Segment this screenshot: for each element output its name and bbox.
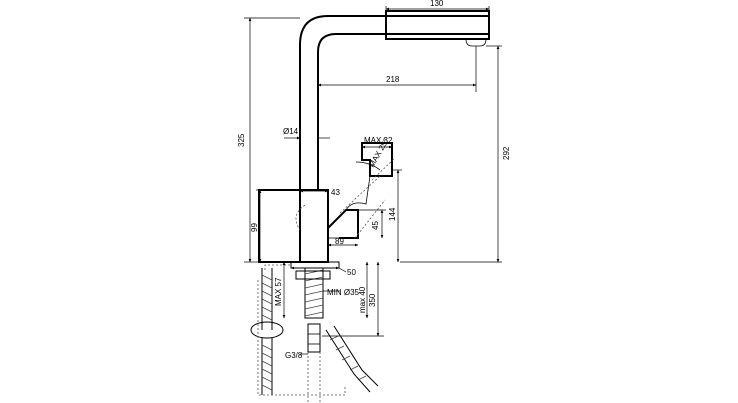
dim-14: Ø14	[283, 127, 299, 136]
dim-max32: MAX 32	[364, 136, 393, 145]
dim-max57: MAX 57	[274, 277, 283, 306]
lever	[295, 142, 396, 239]
dim-89: 89	[335, 237, 344, 246]
dim-99: 99	[250, 223, 259, 232]
dim-45: 45	[371, 221, 380, 230]
dim-g38: G3/8	[285, 351, 303, 360]
dimension-lines	[244, 6, 502, 355]
braided-hose-right	[325, 325, 379, 393]
dim-min35: MIN Ø35	[327, 288, 360, 297]
dim-50: 50	[347, 268, 356, 277]
faucet-lower-body	[300, 189, 329, 263]
dim-43: 43	[331, 188, 340, 197]
faucet-riser	[299, 15, 488, 190]
valve-left	[250, 321, 284, 339]
dim-144: 144	[388, 207, 397, 221]
hose-connector	[307, 323, 321, 353]
dim-130: 130	[430, 0, 444, 8]
faucet-riser-inner	[317, 33, 488, 190]
dim-292: 292	[502, 146, 511, 160]
dimension-labels: 130 218 325 292 Ø14 MAX 32 MAX 25° 43 45…	[237, 0, 511, 360]
dim-218: 218	[386, 75, 400, 84]
faucet-body	[258, 10, 490, 269]
dim-325: 325	[237, 133, 246, 147]
shank-and-hoses	[250, 264, 379, 403]
dim-350: 350	[368, 293, 377, 307]
faucet-base	[258, 189, 301, 263]
dim-max40: max 40	[358, 286, 367, 313]
spout-outlet	[465, 38, 487, 47]
